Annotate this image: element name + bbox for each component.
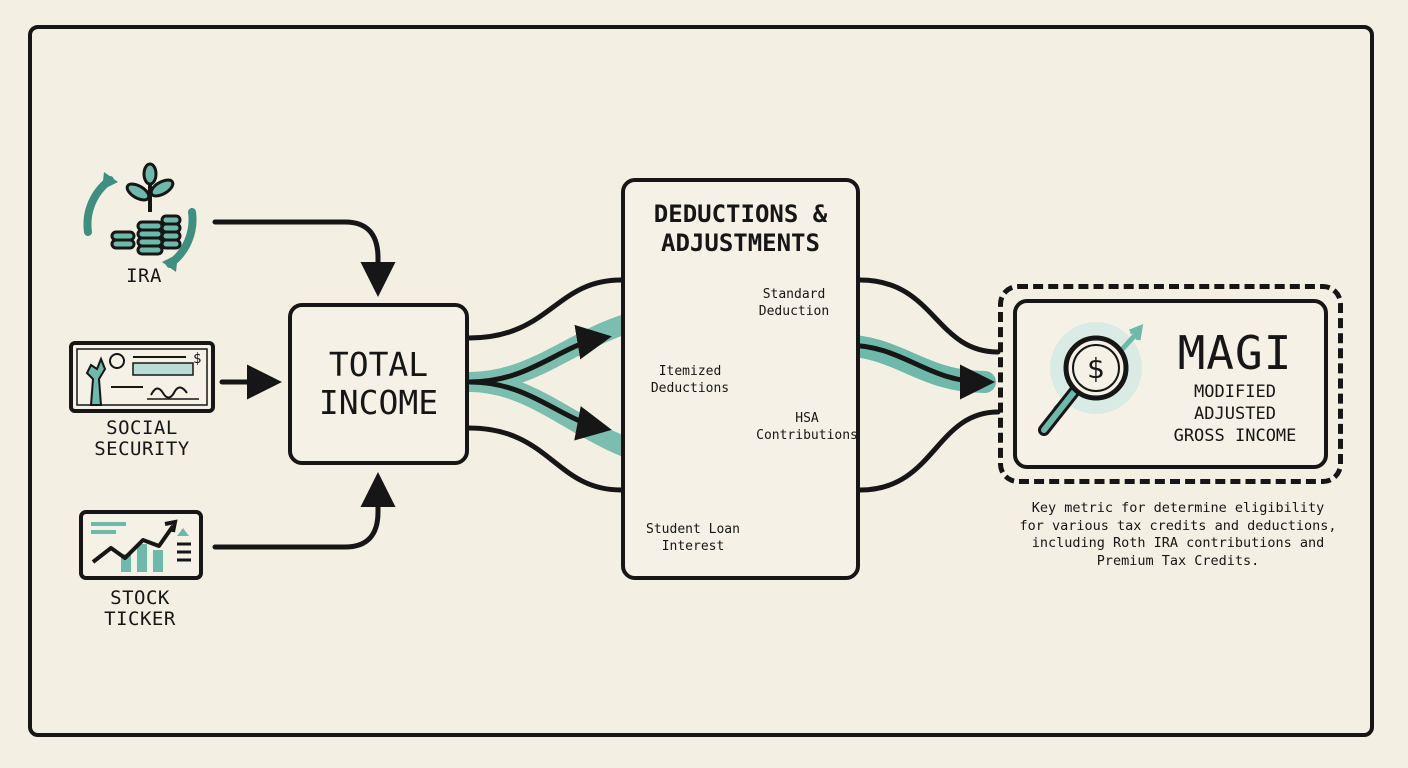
magi-description: Key metric for determine eligibility for… [1019,500,1337,569]
magi-dashed-outline [998,284,1343,484]
stock-ticker-label: STOCK TICKER [104,587,176,630]
social-security-label: SOCIAL SECURITY [94,417,190,460]
deductions-title: DEDUCTIONS & ADJUSTMENTS [653,200,828,257]
total-income-label: TOTAL INCOME [318,345,439,422]
deductions-box: DEDUCTIONS & ADJUSTMENTS [621,178,860,580]
income-split-arrows [467,324,612,441]
magi-teal-flow [827,334,996,400]
stock-to-total-arrow [212,472,396,550]
standard-deduction-label: Standard Deduction [758,287,830,319]
magi-pipe-outline [857,277,1001,493]
magi-subtitle: MODIFIED ADJUSTED GROSS INCOME [1173,382,1297,446]
itemized-deductions-label: Itemized Deductions [650,364,730,396]
income-pipe-outline [466,277,624,493]
check-liberty-icon: $ [69,341,215,413]
plant-coins-icon [83,162,197,272]
outer-frame [28,25,1374,737]
magi-title: MAGI [1177,326,1293,380]
total-income-box: TOTAL INCOME [288,303,469,465]
student-loan-interest-label: Student Loan Interest [646,522,740,554]
hsa-contributions-label: HSA Contributions [756,411,858,443]
ira-to-total-arrow [212,219,396,297]
svg-text:$: $ [193,351,201,367]
ira-label: IRA [126,265,162,287]
stock-chart-icon [79,510,203,580]
